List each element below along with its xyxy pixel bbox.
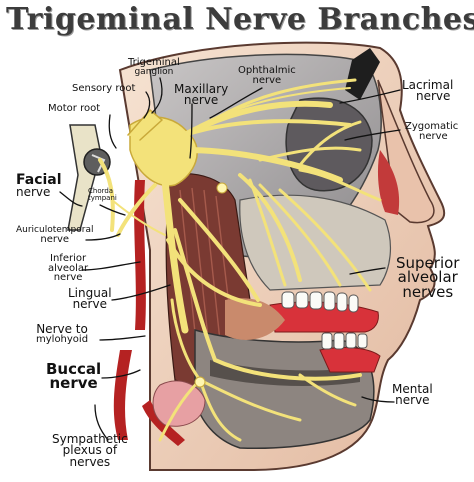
pterygopalatine-ganglion bbox=[216, 182, 228, 194]
label-line: plexus of bbox=[62, 443, 118, 458]
label-line: Ophthalmic bbox=[238, 65, 296, 76]
label-chorda-tympani: Chorda tympani bbox=[88, 188, 117, 201]
label-inferior-alveolar-nerve: Inferior alveolar nerve bbox=[48, 254, 88, 283]
label-lacrimal-nerve: Lacrimal nerve bbox=[402, 78, 454, 104]
label-line: Trigeminal bbox=[128, 57, 180, 68]
label-lingual-nerve: Lingual nerve bbox=[68, 286, 112, 312]
label-nerve-to-mylohyoid: Nerve to mylohyoid bbox=[36, 322, 89, 346]
carotid-artery bbox=[113, 350, 132, 440]
label-line: tympani bbox=[88, 193, 117, 202]
label-zygomatic-nerve: Zygomatic nerve bbox=[405, 122, 458, 141]
lower-lip bbox=[319, 347, 381, 373]
label-auriculotemporal-nerve: Auriculotemporal nerve bbox=[16, 226, 94, 244]
label-buccal-nerve: Buccal nerve bbox=[46, 360, 102, 393]
page-title: Trigeminal Nerve Branches bbox=[6, 2, 474, 37]
label-line: nerve bbox=[72, 297, 107, 312]
label-superior-alveolar-nerves: Superior alveolar nerves bbox=[396, 254, 460, 301]
label-line: nerve bbox=[16, 185, 51, 200]
label-line: Sympathetic bbox=[52, 432, 128, 446]
label-line: Zygomatic bbox=[405, 121, 459, 132]
tongue bbox=[225, 298, 285, 340]
label-line: Mental bbox=[392, 382, 433, 396]
label-line: Chorda bbox=[88, 187, 114, 195]
label-sympathetic-plexus: Sympathetic plexus of nerves bbox=[52, 432, 128, 469]
label-line: nerve bbox=[252, 74, 282, 86]
nerve-network bbox=[127, 109, 198, 187]
label-line: nerves bbox=[69, 454, 111, 469]
label-facial-nerve: Facial nerve bbox=[16, 172, 62, 200]
label-line: Lingual bbox=[68, 286, 112, 300]
label-line: Buccal bbox=[46, 360, 102, 378]
label-line: Inferior bbox=[50, 253, 87, 264]
upper-teeth bbox=[281, 291, 359, 313]
label-line: alveolar bbox=[397, 268, 458, 287]
leader-lines bbox=[59, 77, 401, 441]
nose bbox=[377, 79, 435, 224]
label-line: Maxillary bbox=[174, 82, 229, 96]
nasal-cavity bbox=[377, 150, 400, 215]
label-maxillary-nerve: Maxillary nerve bbox=[174, 82, 229, 108]
artery-branch bbox=[134, 180, 146, 330]
label-line: Facial bbox=[16, 172, 62, 188]
label-trigeminal-ganglion: Trigeminal ganglion bbox=[128, 58, 180, 76]
label-line: Auriculotemporal bbox=[16, 225, 94, 235]
label-line: nerve bbox=[40, 233, 70, 245]
label-motor-root: Motor root bbox=[48, 103, 101, 114]
lower-teeth bbox=[321, 332, 368, 350]
label-sensory-root: Sensory root bbox=[72, 83, 136, 94]
ossicle bbox=[91, 154, 106, 173]
label-line: nerve bbox=[416, 89, 451, 104]
nerve-branches bbox=[98, 78, 382, 442]
label-line: nerves bbox=[402, 282, 454, 301]
label-line: alveolar bbox=[48, 262, 89, 274]
ear-canal bbox=[67, 124, 101, 231]
label-line: Superior bbox=[396, 254, 460, 272]
label-line: Nerve to bbox=[36, 322, 88, 336]
label-line: ganglion bbox=[134, 66, 174, 77]
label-line: nerve bbox=[49, 374, 98, 393]
label-mental-nerve: Mental nerve bbox=[392, 382, 433, 408]
label-line: nerve bbox=[419, 130, 448, 142]
otic-ganglion bbox=[194, 376, 206, 388]
label-line: nerve bbox=[183, 93, 219, 108]
label-line: nerve bbox=[395, 393, 430, 408]
label-line: mylohyoid bbox=[36, 334, 89, 346]
label-ophthalmic-nerve: Ophthalmic nerve bbox=[238, 66, 296, 85]
nasal-bone bbox=[345, 48, 380, 100]
label-line: Lacrimal bbox=[402, 78, 454, 92]
label-line: nerve bbox=[53, 272, 83, 283]
